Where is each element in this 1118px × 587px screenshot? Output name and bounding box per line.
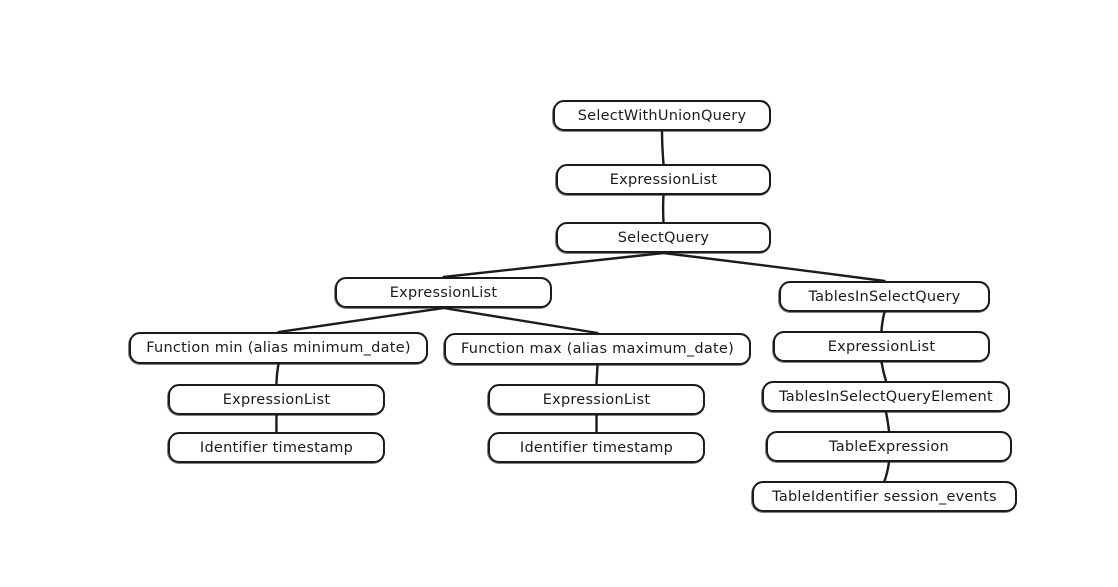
ast-edge (883, 460, 891, 483)
ast-node-label: Function max (alias maximum_date) (460, 341, 735, 357)
ast-node[interactable]: TableExpression (765, 431, 1012, 463)
ast-node[interactable]: ExpressionList (555, 164, 771, 196)
ast-node-label: Identifier timestamp (199, 439, 354, 456)
ast-node-label: ExpressionList (827, 338, 936, 355)
ast-node[interactable]: TableIdentifier session_events (751, 481, 1017, 513)
ast-edge (277, 306, 445, 334)
ast-node-label: ExpressionList (389, 284, 498, 301)
ast-node-label: TablesInSelectQueryElement (779, 388, 993, 405)
ast-node[interactable]: ExpressionList (772, 331, 990, 363)
ast-node-label: ExpressionList (609, 171, 718, 188)
ast-node-label: ExpressionList (222, 391, 331, 408)
ast-edge (884, 410, 891, 433)
ast-edge (660, 129, 665, 166)
ast-node-label: ExpressionList (542, 391, 651, 408)
ast-edge (595, 363, 599, 386)
ast-node[interactable]: ExpressionList (334, 277, 552, 309)
ast-node-label: Function min (alias minimum_date) (146, 340, 411, 356)
ast-node[interactable]: TablesInSelectQuery (778, 281, 990, 313)
ast-edge (442, 306, 599, 335)
ast-node-label: TablesInSelectQuery (808, 288, 961, 305)
ast-node[interactable]: SelectQuery (555, 222, 771, 254)
ast-edge (442, 251, 665, 279)
ast-node[interactable]: TablesInSelectQueryElement (761, 381, 1010, 413)
ast-node[interactable]: ExpressionList (487, 384, 705, 416)
ast-node-label: SelectWithUnionQuery (577, 107, 747, 124)
ast-edge (275, 362, 280, 386)
ast-node[interactable]: Identifier timestamp (487, 432, 705, 464)
ast-node-label: TableIdentifier session_events (772, 488, 997, 505)
ast-node-label: TableExpression (829, 438, 949, 455)
ast-node[interactable]: Function min (alias minimum_date) (128, 332, 428, 365)
ast-node[interactable]: Function max (alias maximum_date) (443, 333, 751, 366)
ast-node-label: SelectQuery (617, 229, 710, 246)
ast-edge (880, 310, 886, 333)
ast-edge (880, 360, 888, 383)
ast-node[interactable]: SelectWithUnionQuery (552, 100, 771, 132)
ast-node-label: Identifier timestamp (519, 439, 674, 456)
ast-node[interactable]: Identifier timestamp (167, 432, 385, 464)
ast-edge (662, 251, 886, 283)
ast-node[interactable]: ExpressionList (167, 384, 385, 416)
